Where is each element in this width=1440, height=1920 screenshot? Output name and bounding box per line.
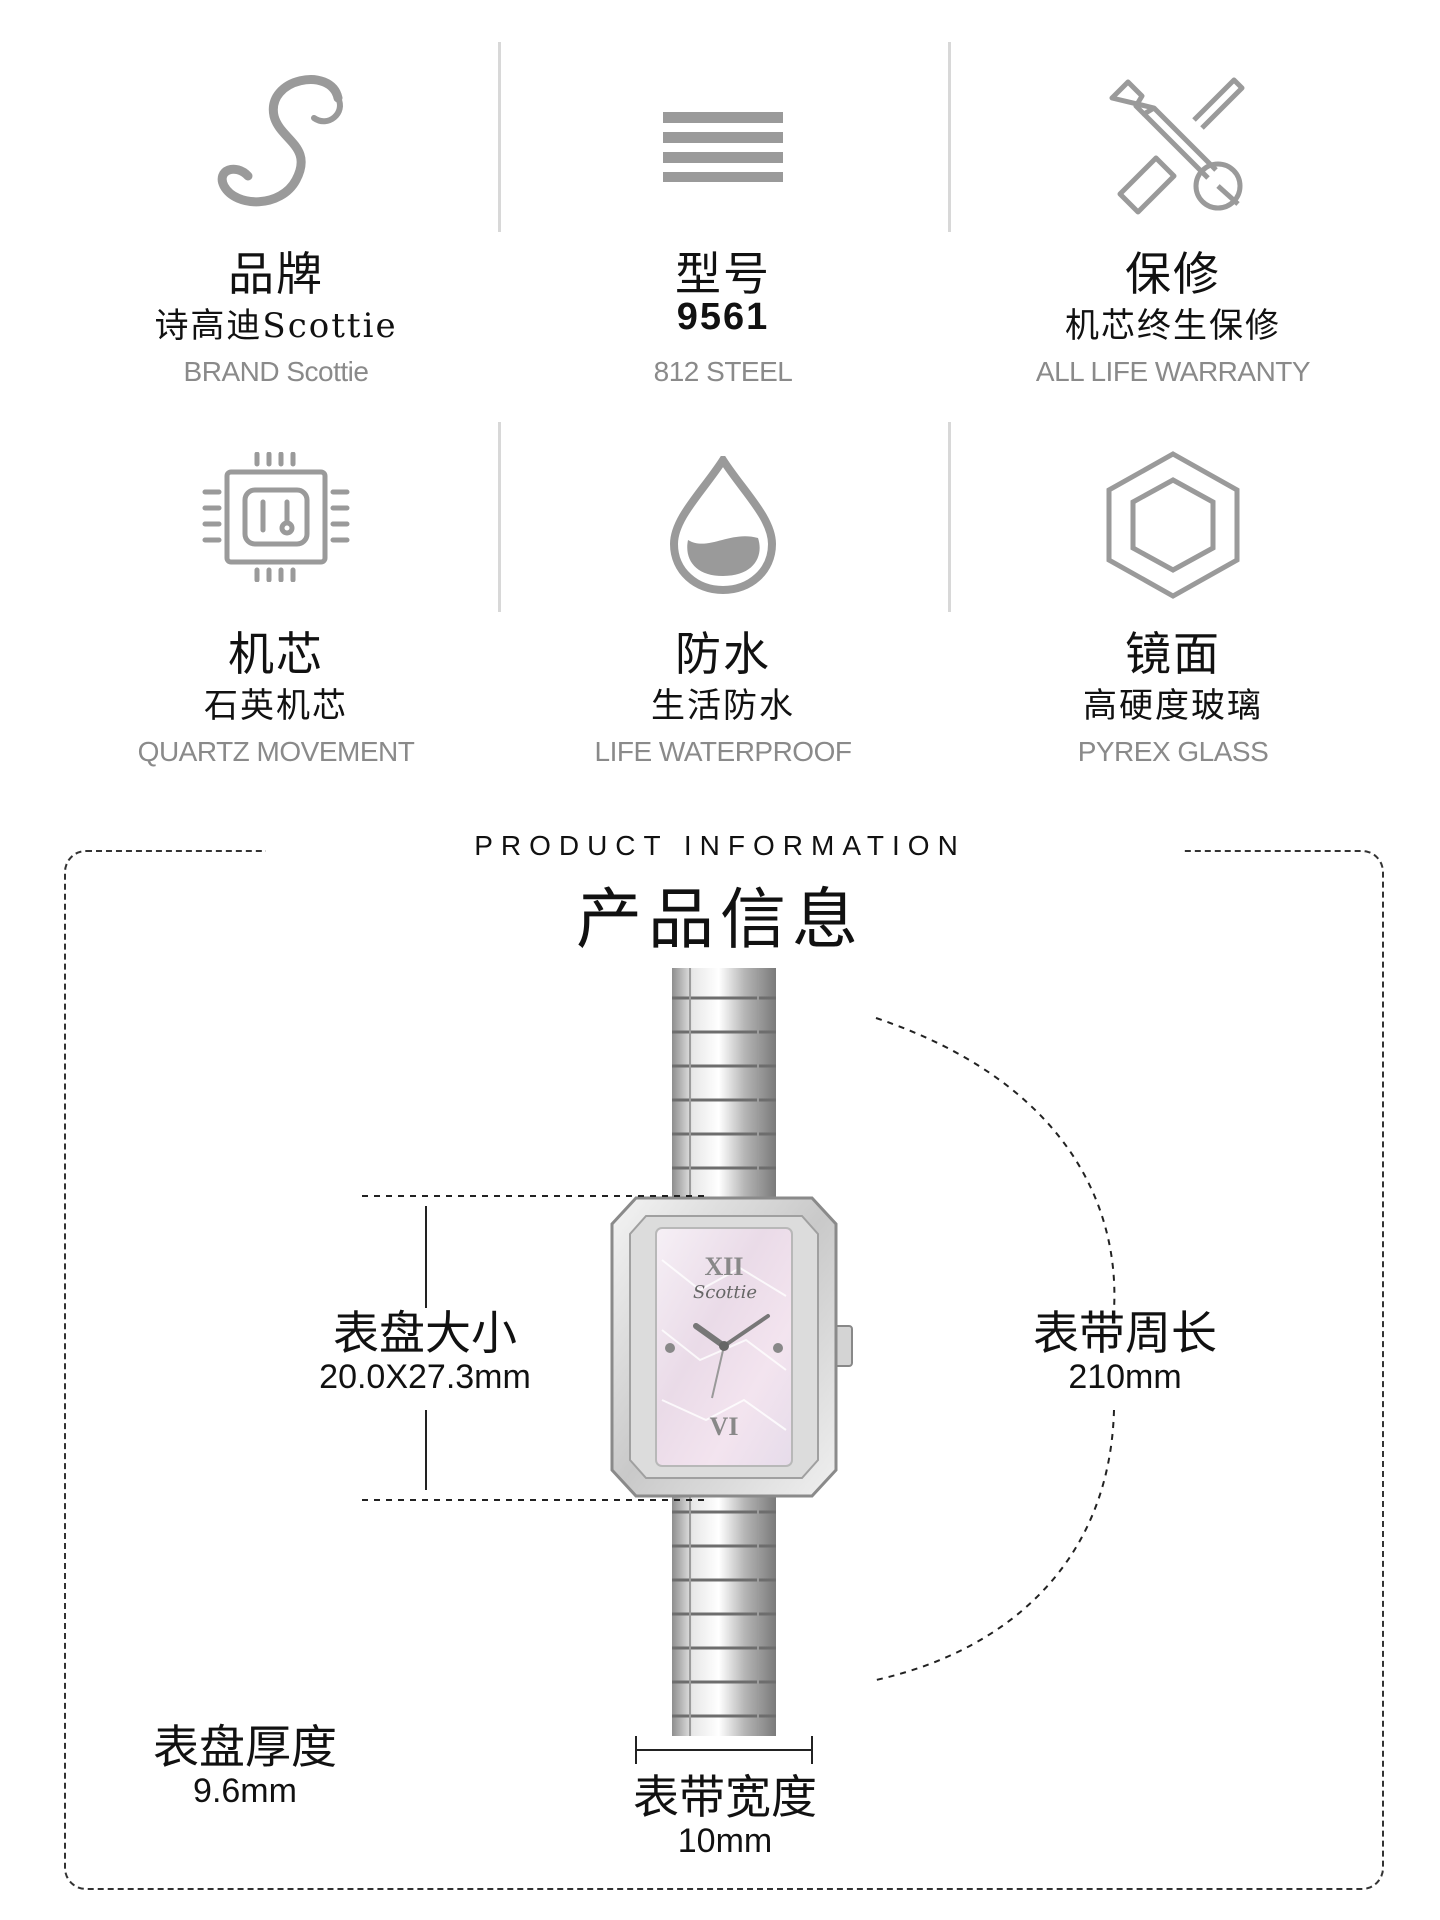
divider-vertical: [498, 42, 501, 232]
feature-value: 高硬度玻璃: [1083, 686, 1263, 726]
feature-title: 保修: [1125, 247, 1221, 301]
feature-english: ALL LIFE WARRANTY: [1035, 356, 1311, 387]
bracelet-lower: [672, 1478, 776, 1736]
product-info-title-zh: 产品信息: [576, 881, 864, 958]
strap-length-label: 表带周长 210mm: [1033, 1306, 1217, 1396]
feature-waterproof: 防水 生活防水 LIFE WATERPROOF: [503, 380, 943, 780]
feature-warranty: 保修 机芯终生保修 ALL LIFE WARRANTY: [953, 0, 1393, 400]
feature-english: 812 STEEL: [653, 356, 793, 387]
hexagon-icon: [1106, 451, 1240, 599]
feature-glass: 镜面 高硬度玻璃 PYREX GLASS: [953, 380, 1393, 780]
watch-case: [610, 1196, 853, 1498]
divider-vertical: [948, 42, 951, 232]
dial-size-label: 表盘大小 20.0X27.3mm: [319, 1306, 531, 1396]
feature-value: 机芯终生保修: [1065, 306, 1281, 346]
feature-english: QUARTZ MOVEMENT: [137, 736, 415, 767]
feature-title: 机芯: [228, 627, 324, 681]
divider-vertical: [948, 422, 951, 612]
product-info-title-en: PRODUCT INFORMATION: [474, 830, 966, 861]
wrench-screwdriver-icon: [1109, 77, 1245, 215]
dial-size-guide: [362, 1195, 710, 1501]
dial-thickness-label: 表盘厚度 9.6mm: [153, 1720, 337, 1810]
feature-brand: 品牌 诗高迪Scottie BRAND Scottie: [56, 0, 496, 400]
dial-numeral-bottom: VI: [709, 1412, 739, 1441]
feature-value: 生活防水: [651, 686, 795, 726]
water-drop-icon: [669, 456, 777, 595]
feature-movement: 机芯 石英机芯 QUARTZ MOVEMENT: [56, 380, 496, 780]
dial-numeral-top: XII: [704, 1252, 744, 1281]
feature-english: BRAND Scottie: [183, 356, 369, 387]
feature-model: 型号 9561 812 STEEL: [503, 0, 943, 400]
feature-title: 品牌: [228, 247, 324, 301]
bracelet-upper: [672, 968, 776, 1208]
feature-value: 石英机芯: [204, 686, 348, 726]
menu-lines-icon: [663, 112, 783, 182]
dial-brand-text: Scottie: [692, 1282, 758, 1303]
frame-gap: [266, 836, 1184, 866]
feature-value: 诗高迪Scottie: [154, 306, 398, 346]
feature-value: 9561: [676, 296, 770, 338]
divider-vertical: [498, 422, 501, 612]
watch-hands: [665, 1314, 783, 1399]
feature-english: LIFE WATERPROOF: [594, 736, 852, 767]
script-s-logo-icon: [217, 75, 343, 207]
chip-icon: [202, 452, 350, 582]
feature-title: 防水: [675, 627, 771, 681]
strap-length-guide: [875, 1017, 1116, 1681]
feature-english: PYREX GLASS: [1077, 736, 1269, 767]
feature-title: 镜面: [1125, 627, 1221, 681]
strap-width-label: 表带宽度 10mm: [633, 1770, 817, 1860]
feature-title: 型号: [675, 247, 771, 301]
strap-width-guide: [635, 1736, 813, 1764]
